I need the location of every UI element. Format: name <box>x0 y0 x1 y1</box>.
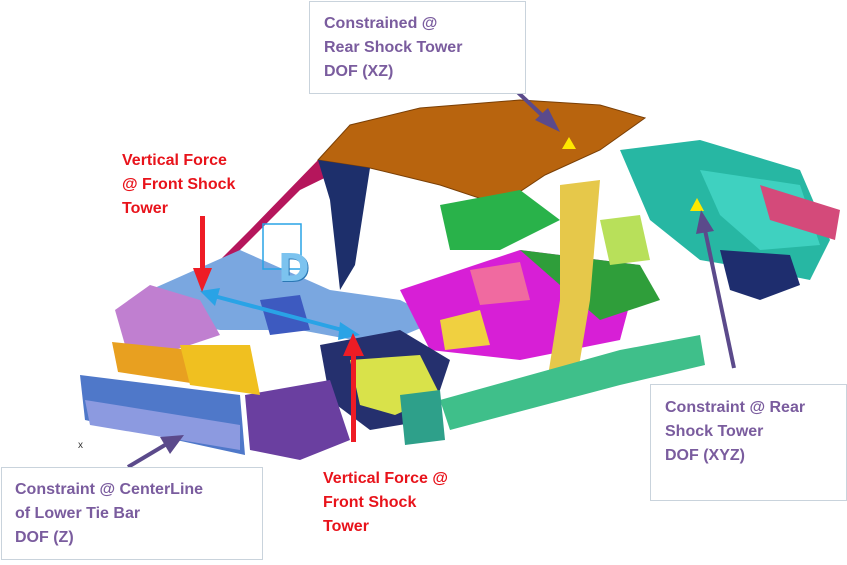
force-arrow-top <box>193 216 212 292</box>
constraint-arrow-right <box>696 210 736 369</box>
label-rear-shock-tower-xz: Constrained @ Rear Shock Tower DOF (XZ) <box>324 15 463 80</box>
constraint-marker-right <box>690 198 704 211</box>
callout-tie-bar: Constraint @ CenterLine of Lower Tie Bar… <box>1 467 263 560</box>
marker-d: D <box>278 246 310 290</box>
callout-rear-tower-top: Constrained @ Rear Shock Tower DOF (XZ) <box>309 1 526 94</box>
constraint-marker-top <box>562 137 576 149</box>
label-rear-shock-tower-xyz: Constraint @ Rear Shock Tower DOF (XYZ) <box>665 399 806 464</box>
marker-x: x <box>78 440 83 451</box>
selection-box <box>262 223 302 270</box>
constraint-arrow-tie-bar <box>126 435 184 469</box>
callout-rear-tower-right: Constraint @ Rear Shock Tower DOF (XYZ) <box>650 384 847 501</box>
label-force-front-bottom: Vertical Force @ Front Shock Tower <box>323 470 448 535</box>
force-arrow-bottom <box>343 333 364 442</box>
body-in-white <box>80 99 840 460</box>
distance-arrow <box>200 288 360 340</box>
label-lower-tie-bar: Constraint @ CenterLine of Lower Tie Bar… <box>15 481 204 546</box>
label-force-front-top: Vertical Force @ Front Shock Tower <box>122 152 236 217</box>
